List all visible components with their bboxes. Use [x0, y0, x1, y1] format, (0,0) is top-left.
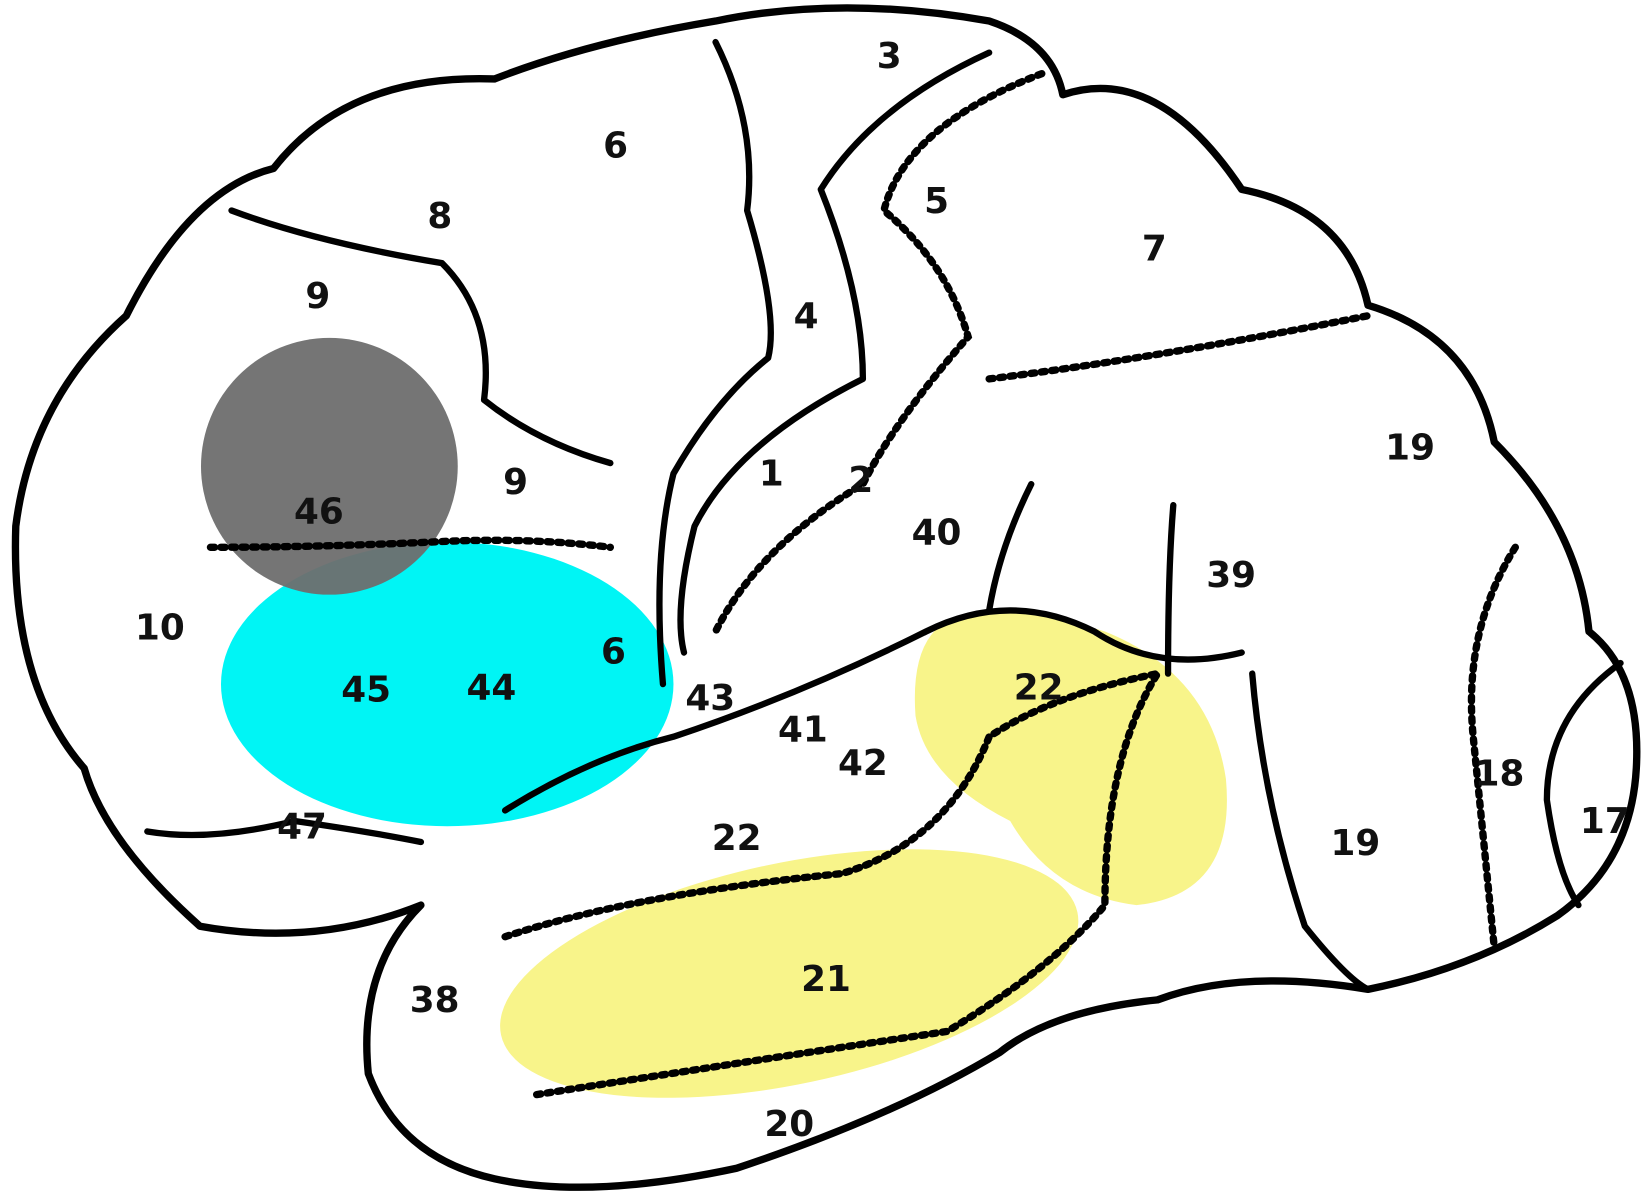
label-area-19: 19	[1330, 823, 1380, 864]
label-area-21: 21	[801, 959, 851, 1000]
label-area-3: 3	[877, 36, 902, 77]
label-area-39: 39	[1206, 555, 1256, 596]
label-area-40: 40	[912, 513, 962, 554]
label-area-22: 22	[1014, 667, 1064, 708]
occipital-line	[1249, 670, 1372, 993]
area-46-highlight	[200, 337, 458, 595]
occipital-line-3	[1543, 659, 1624, 909]
label-area-5: 5	[924, 181, 949, 222]
inferior-temporal-sulcus	[532, 669, 1162, 1099]
precentral-sulcus	[656, 38, 774, 688]
superior-temporal-sulcus	[501, 669, 1162, 941]
label-area-7: 7	[1142, 228, 1167, 269]
label-area-6: 6	[603, 125, 628, 166]
brain-outline	[11, 4, 1641, 1191]
label-area-9: 9	[305, 276, 330, 317]
frontal-orbital-line	[144, 817, 425, 846]
broca-region-highlight	[220, 542, 674, 827]
label-area-47: 47	[277, 806, 327, 847]
label-area-42: 42	[838, 743, 888, 784]
label-area-43: 43	[685, 678, 735, 719]
label-area-1: 1	[759, 454, 784, 495]
occipital-line-2	[1467, 543, 1519, 951]
label-area-17: 17	[1580, 801, 1630, 842]
parieto-occipital-line	[985, 312, 1372, 383]
label-area-9: 9	[503, 462, 528, 503]
central-sulcus	[677, 49, 993, 656]
label-area-20: 20	[764, 1104, 814, 1145]
label-area-41: 41	[778, 709, 828, 750]
inferior-frontal-sulcus	[206, 536, 615, 551]
area-40-sulcus	[986, 480, 1177, 677]
label-area-22: 22	[712, 818, 762, 859]
label-area-4: 4	[794, 296, 819, 337]
label-area-10: 10	[135, 607, 185, 648]
label-area-2: 2	[848, 460, 873, 501]
label-area-19: 19	[1385, 427, 1435, 468]
label-area-45: 45	[341, 669, 391, 710]
frontal-sulcus	[228, 207, 614, 467]
label-area-46: 46	[294, 492, 344, 533]
sylvian-fissure	[501, 607, 1245, 814]
label-area-8: 8	[427, 196, 452, 237]
label-area-6: 6	[601, 632, 626, 673]
label-area-18: 18	[1475, 754, 1525, 795]
label-area-38: 38	[410, 980, 460, 1021]
label-area-44: 44	[467, 667, 517, 708]
postcentral-sulcus	[711, 69, 1046, 636]
